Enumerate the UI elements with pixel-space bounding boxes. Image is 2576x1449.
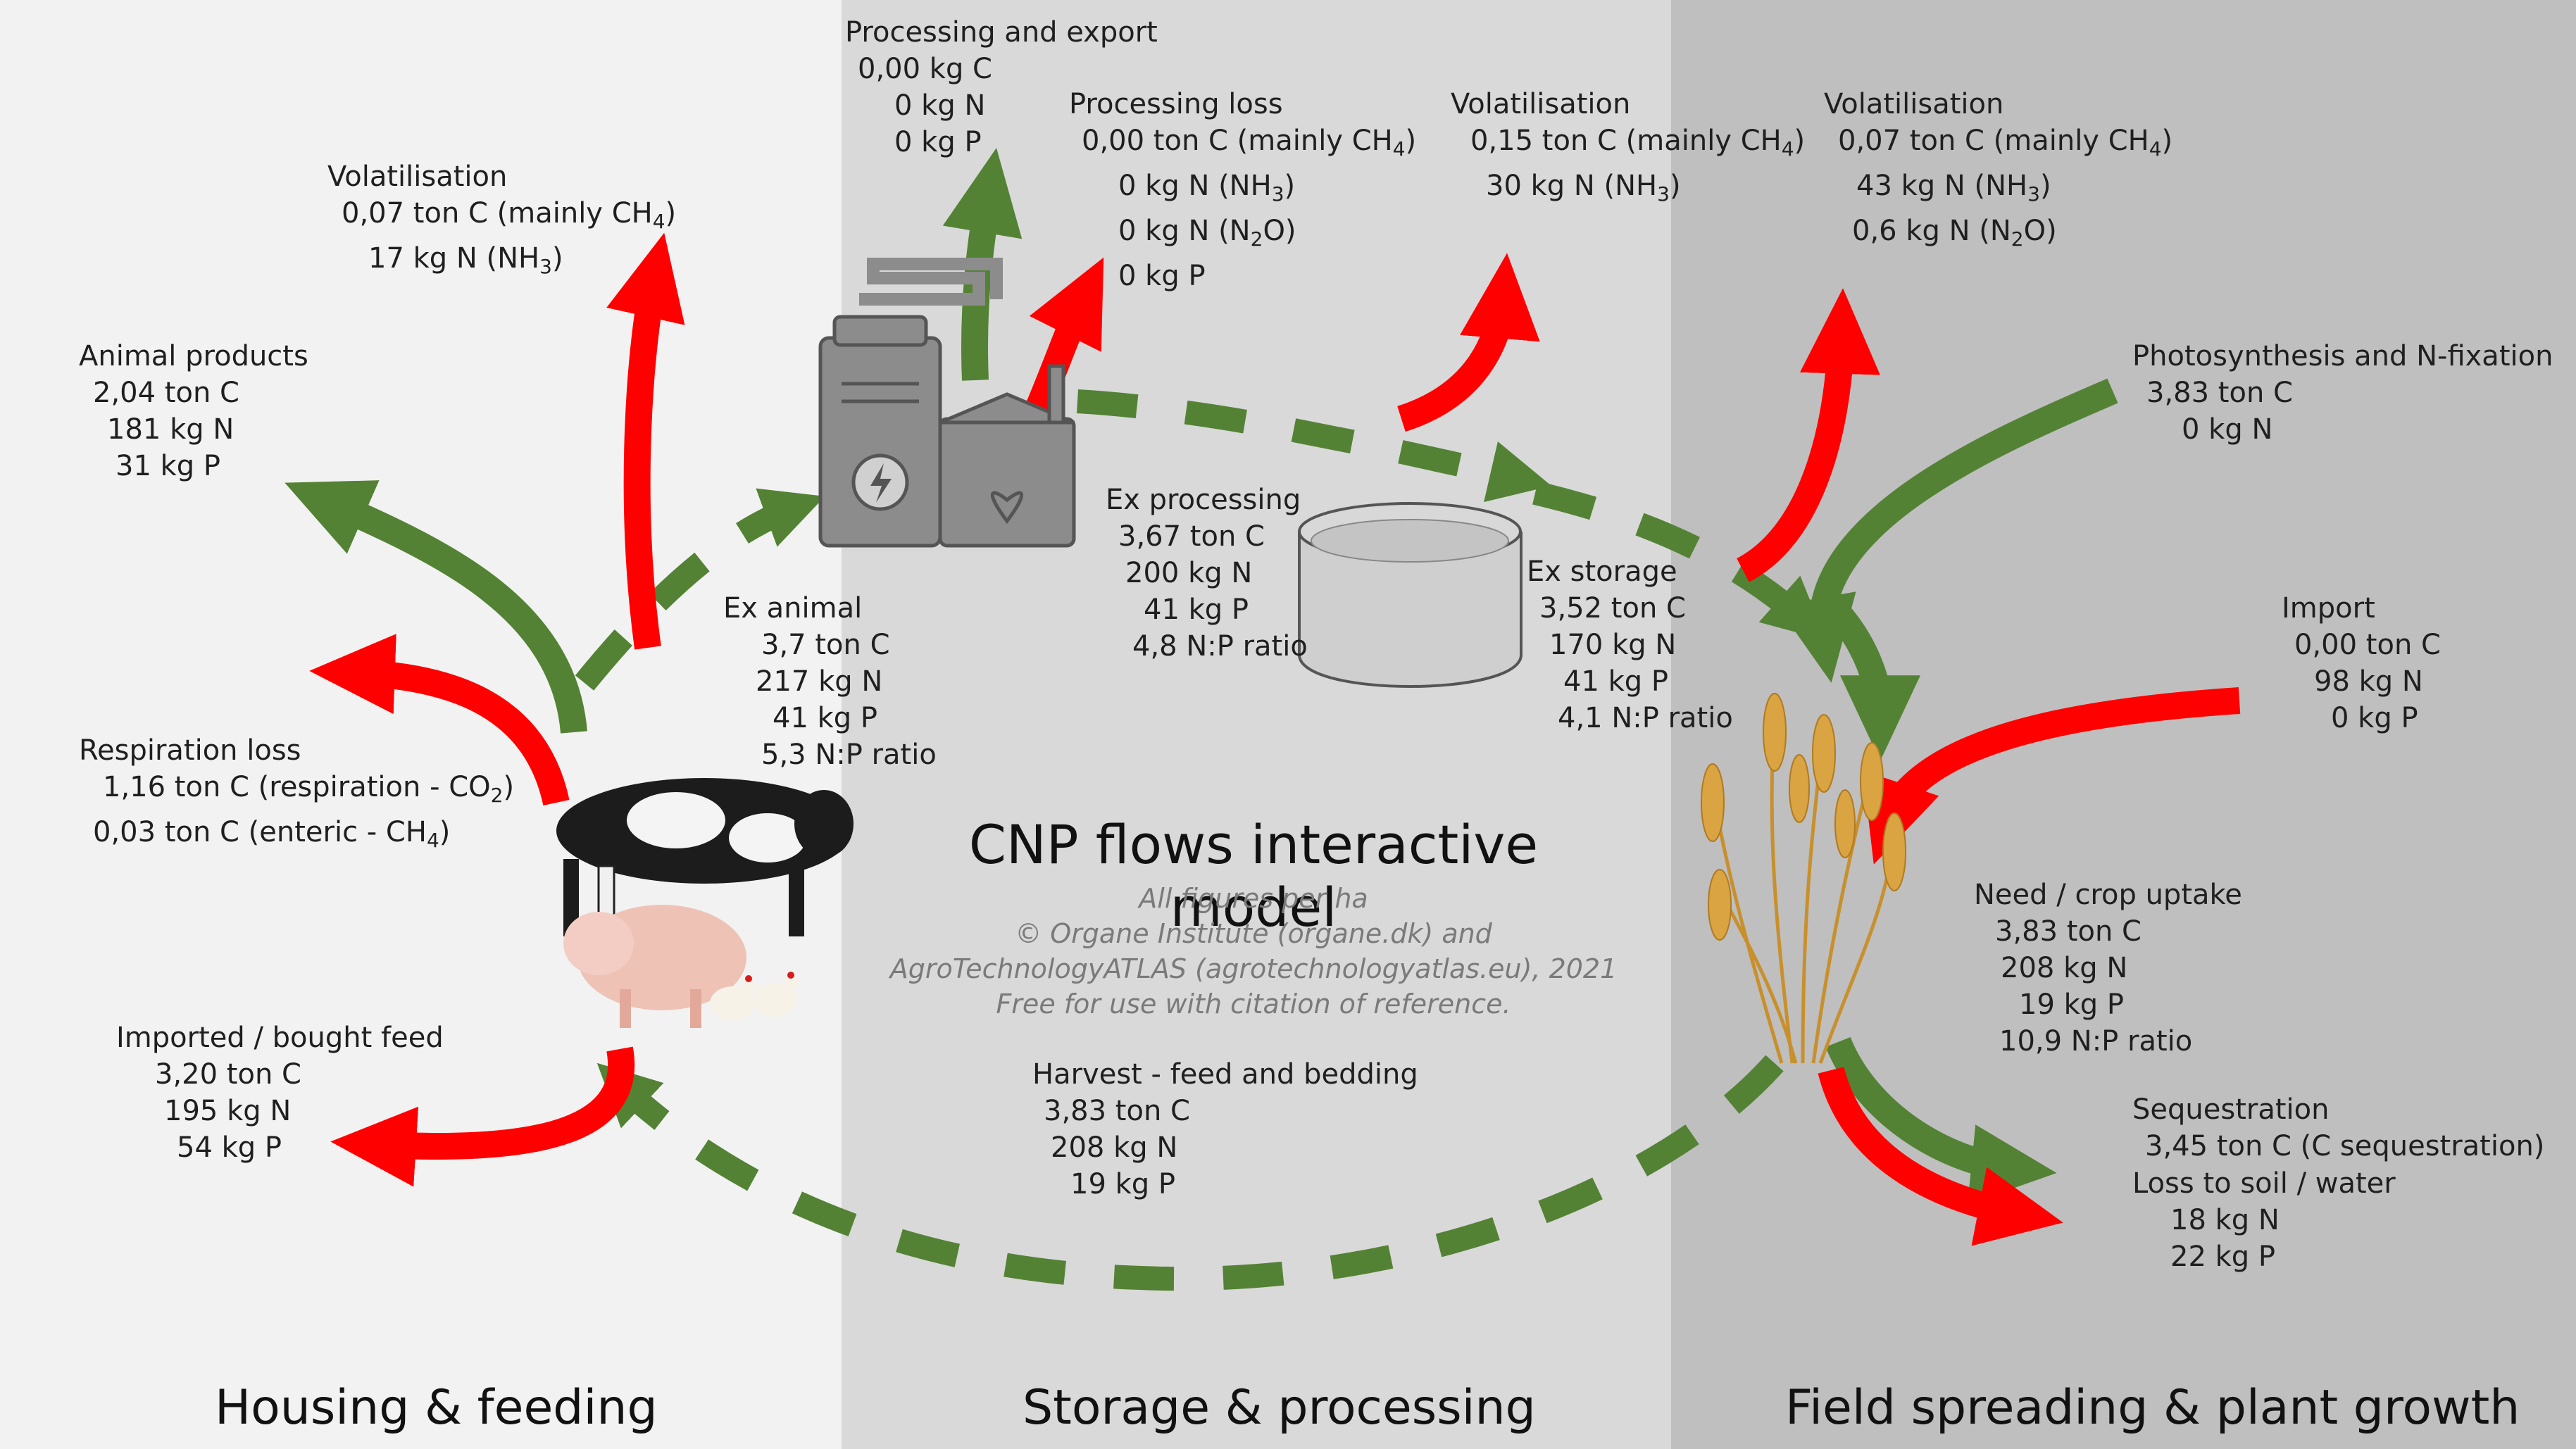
flow-animal-products-arrow — [285, 480, 587, 734]
credit-per-ha: All figures per ha — [1139, 883, 1368, 914]
section-field-plant-growth: Field spreading & plant growth — [1785, 1380, 2520, 1436]
flow-volatilisation-storage-arrow — [1396, 253, 1540, 432]
label-imported-feed: Imported / bought feed 3,20 ton C 195 kg… — [116, 1022, 444, 1164]
flow-ex-processing-arrow — [1076, 389, 1552, 503]
flow-processing-loss-arrow — [1023, 257, 1104, 421]
housing-feeding-panel — [0, 0, 842, 1449]
label-harvest: Harvest - feed and bedding 3,83 ton C 20… — [1032, 1058, 1418, 1200]
flow-sequestration-arrow — [1825, 1036, 2057, 1205]
flow-respiration-loss-arrow — [309, 634, 570, 806]
label-loss-soil-water: Loss to soil / water 18 kg N 22 kg P — [2132, 1167, 2396, 1273]
section-housing-feeding: Housing & feeding — [215, 1380, 658, 1436]
label-volatilisation-housing: Volatilisation 0,07 ton C (mainly CH4) 1… — [327, 158, 676, 285]
label-title: Volatilisation — [327, 161, 508, 193]
diagram-title: CNP flows interactive model — [968, 813, 1539, 939]
flow-harvest-arrow — [596, 1055, 1784, 1291]
credit-organe: © Organe Institute (organe.dk) and — [1015, 918, 1492, 949]
label-processing-loss: Processing loss 0,00 ton C (mainly CH4) … — [1069, 88, 1417, 292]
label-ex-processing: Ex processing 3,67 ton C 200 kg N 41 kg … — [1106, 484, 1308, 663]
label-volatilisation-field: Volatilisation 0,07 ton C (mainly CH4) 4… — [1824, 88, 2173, 251]
flow-volatilisation-field-arrow — [1736, 288, 1880, 582]
label-import: Import 0,00 ton C 98 kg N 0 kg P — [2282, 592, 2441, 734]
label-animal-products: Animal products 2,04 ton C 181 kg N 31 k… — [79, 340, 308, 482]
label-photosynthesis: Photosynthesis and N-fixation 3,83 ton C… — [2132, 340, 2553, 446]
value-n: 17 — [368, 242, 404, 275]
biogas-plant-icon — [818, 258, 1076, 548]
slurry-tank-icon — [1298, 502, 1523, 688]
label-sequestration: Sequestration 3,45 ton C (C sequestratio… — [2132, 1093, 2545, 1162]
flow-ex-animal-arrow — [575, 488, 825, 691]
label-volatilisation-storage: Volatilisation 0,15 ton C (mainly CH4) 3… — [1451, 88, 1806, 206]
label-ex-animal: Ex animal 3,7 ton C 217 kg N 41 kg P 5,3… — [723, 592, 937, 771]
wheat-icon — [1701, 693, 1906, 1064]
label-crop-uptake: Need / crop uptake 3,83 ton C 208 kg N 1… — [1974, 879, 2242, 1058]
label-ex-storage: Ex storage 3,52 ton C 170 kg N 41 kg P 4… — [1527, 556, 1733, 734]
label-processing-export: Processing and export 0,00 kg C 0 kg N 0… — [845, 16, 1158, 158]
cow-pig-chicken-icon — [556, 778, 854, 1028]
value-c: 0,07 — [342, 197, 405, 230]
section-storage-processing: Storage & processing — [1023, 1380, 1536, 1436]
flow-imported-feed-arrow — [330, 1046, 635, 1187]
credit-atlas: AgroTechnologyATLAS (agrotechnologyatlas… — [889, 953, 1618, 984]
flow-volatilisation-housing-arrow — [606, 232, 685, 650]
flow-photosynthesis-arrow — [1777, 378, 2118, 683]
label-respiration-loss: Respiration loss 1,16 ton C (respiration… — [79, 734, 515, 852]
flow-loss-soil-arrow — [1818, 1067, 2063, 1246]
flow-crop-to-storage-arrow — [1821, 596, 1920, 761]
credit-license: Free for use with citation of reference. — [996, 989, 1511, 1020]
flow-import-arrow — [1863, 687, 2241, 865]
flow-ex-storage-arrow — [1532, 481, 1827, 641]
